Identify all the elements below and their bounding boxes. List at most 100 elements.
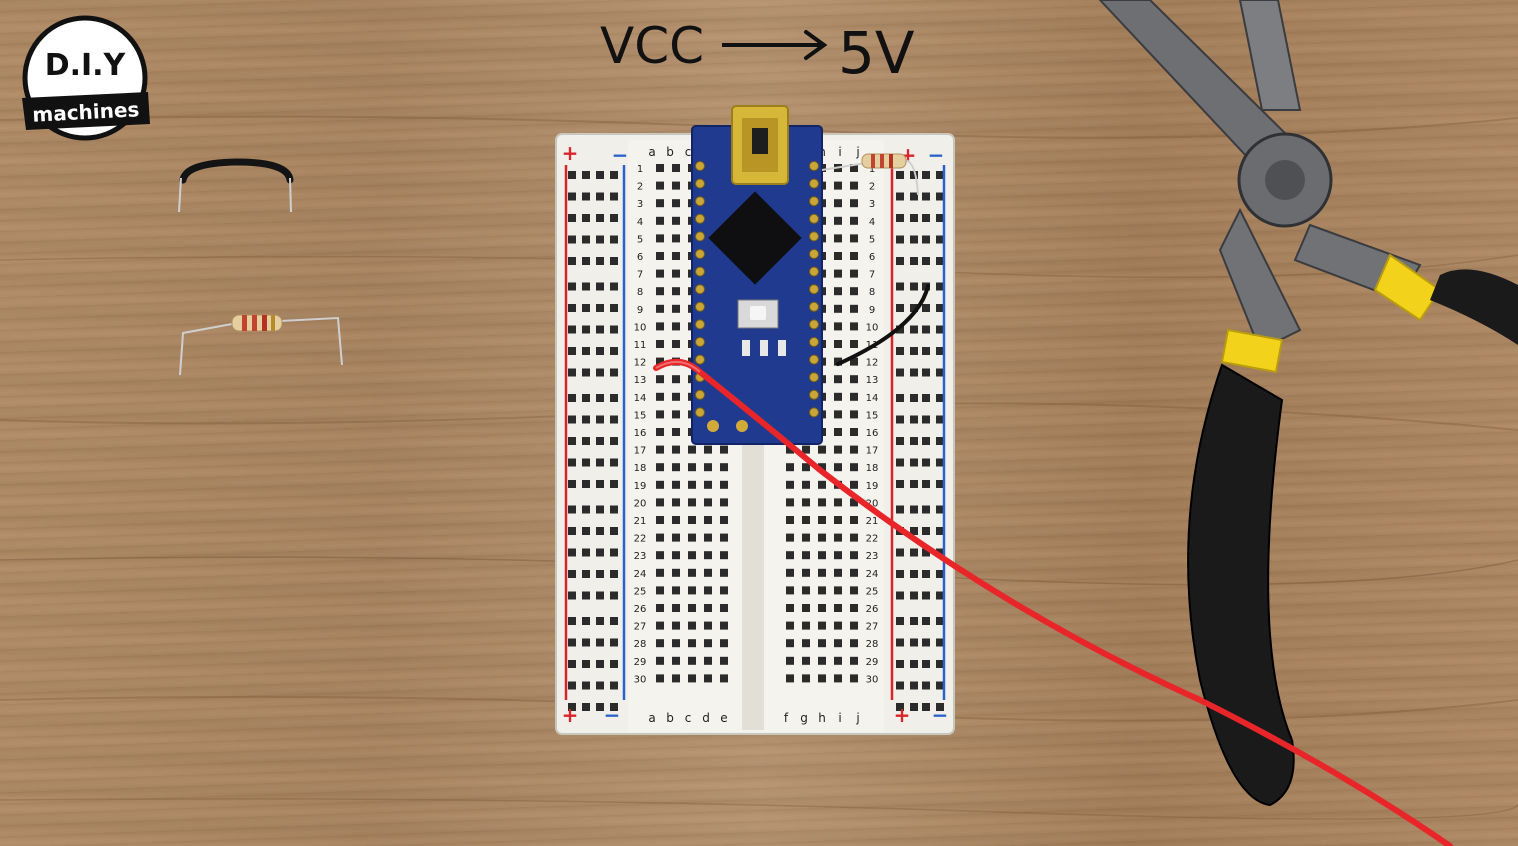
rail-hole [582,548,590,557]
rail-hole [936,458,944,467]
rail-hole [896,703,904,711]
breadboard-hole [672,199,680,208]
breadboard-hole [672,410,680,419]
breadboard-hole [786,445,794,454]
rail-hole [610,347,618,355]
breadboard-hole [818,674,826,683]
header-pin [809,389,819,400]
breadboard-hole [656,164,664,172]
breadboard-hole [834,568,842,577]
row-number-right: 18 [866,463,879,474]
rail-hole [610,638,618,647]
breadboard-hole [656,445,664,454]
header-pin [809,161,819,171]
rail-hole [610,570,618,578]
rail-hole [896,437,904,445]
rail-hole [596,591,604,600]
row-number-left: 22 [634,534,647,545]
breadboard-hole [672,392,680,401]
breadboard-hole [656,252,664,260]
rail-hole [922,638,930,647]
row-number-left: 2 [637,182,643,193]
breadboard-hole [818,498,826,507]
rail-hole [568,171,576,179]
breadboard-hole [850,604,858,612]
breadboard-hole [850,392,858,401]
rail-hole [582,591,590,600]
column-letter: j [855,711,859,725]
rail-hole [896,214,904,222]
rail-hole [896,480,904,488]
row-number-right: 27 [866,622,879,633]
row-number-left: 11 [634,340,647,351]
rail-hole [568,325,576,334]
breadboard-hole [656,516,664,524]
rail-hole [610,505,618,514]
rail-hole [922,617,930,625]
rail-hole [596,527,604,535]
breadboard-hole [704,604,712,612]
breadboard-hole [834,181,842,190]
rail-hole [582,527,590,535]
column-letter: a [648,145,655,159]
row-number-left: 21 [634,516,647,527]
rail-hole [896,570,904,578]
rail-hole [910,660,918,668]
breadboard-hole [802,480,810,489]
rail-hole [936,660,944,668]
rail-hole [910,415,918,424]
rail-polarity-sign: − [928,143,945,167]
rail-hole [936,257,944,265]
rail-hole [610,214,618,222]
breadboard-hole [656,428,664,436]
rail-hole [896,681,904,690]
row-number-right: 5 [869,234,875,245]
breadboard-hole [720,533,728,542]
rail-hole [910,703,918,711]
breadboard-hole [720,586,728,595]
rail-hole [910,394,918,402]
breadboard-hole [786,498,794,507]
breadboard-hole [656,551,664,560]
breadboard-hole [802,498,810,507]
rail-hole [610,325,618,334]
header-pin [809,372,819,383]
arduino-nano-board [691,105,823,445]
rail-hole [936,437,944,445]
row-number-left: 1 [637,164,643,175]
rail-hole [582,394,590,402]
breadboard-hole [802,551,810,560]
row-number-left: 26 [634,604,647,615]
rail-hole [610,527,618,535]
row-number-right: 24 [866,569,879,580]
row-number-right: 2 [869,182,875,193]
rail-hole [568,505,576,514]
rail-hole [568,638,576,647]
rail-polarity-sign: + [894,703,911,727]
breadboard-hole [850,410,858,419]
breadboard-hole [850,252,858,260]
rail-hole [922,192,930,201]
breadboard-hole [834,252,842,260]
breadboard-hole [688,621,696,630]
breadboard-hole [850,322,858,331]
breadboard-hole [850,498,858,507]
rail-hole [568,257,576,265]
rail-hole [922,214,930,222]
breadboard-hole [834,392,842,401]
rail-hole [596,368,604,377]
rail-hole [596,171,604,179]
header-pin [809,301,819,312]
breadboard-hole [656,322,664,331]
column-letter: e [720,711,727,725]
rail-hole [568,458,576,467]
rail-hole [910,325,918,334]
breadboard-hole [834,357,842,366]
breadboard-hole [704,445,712,454]
breadboard-hole [818,445,826,454]
rail-hole [596,235,604,244]
red-jumper-wire [653,359,1453,846]
breadboard-hole [720,568,728,577]
breadboard-hole [656,199,664,208]
breadboard-hole [656,586,664,595]
